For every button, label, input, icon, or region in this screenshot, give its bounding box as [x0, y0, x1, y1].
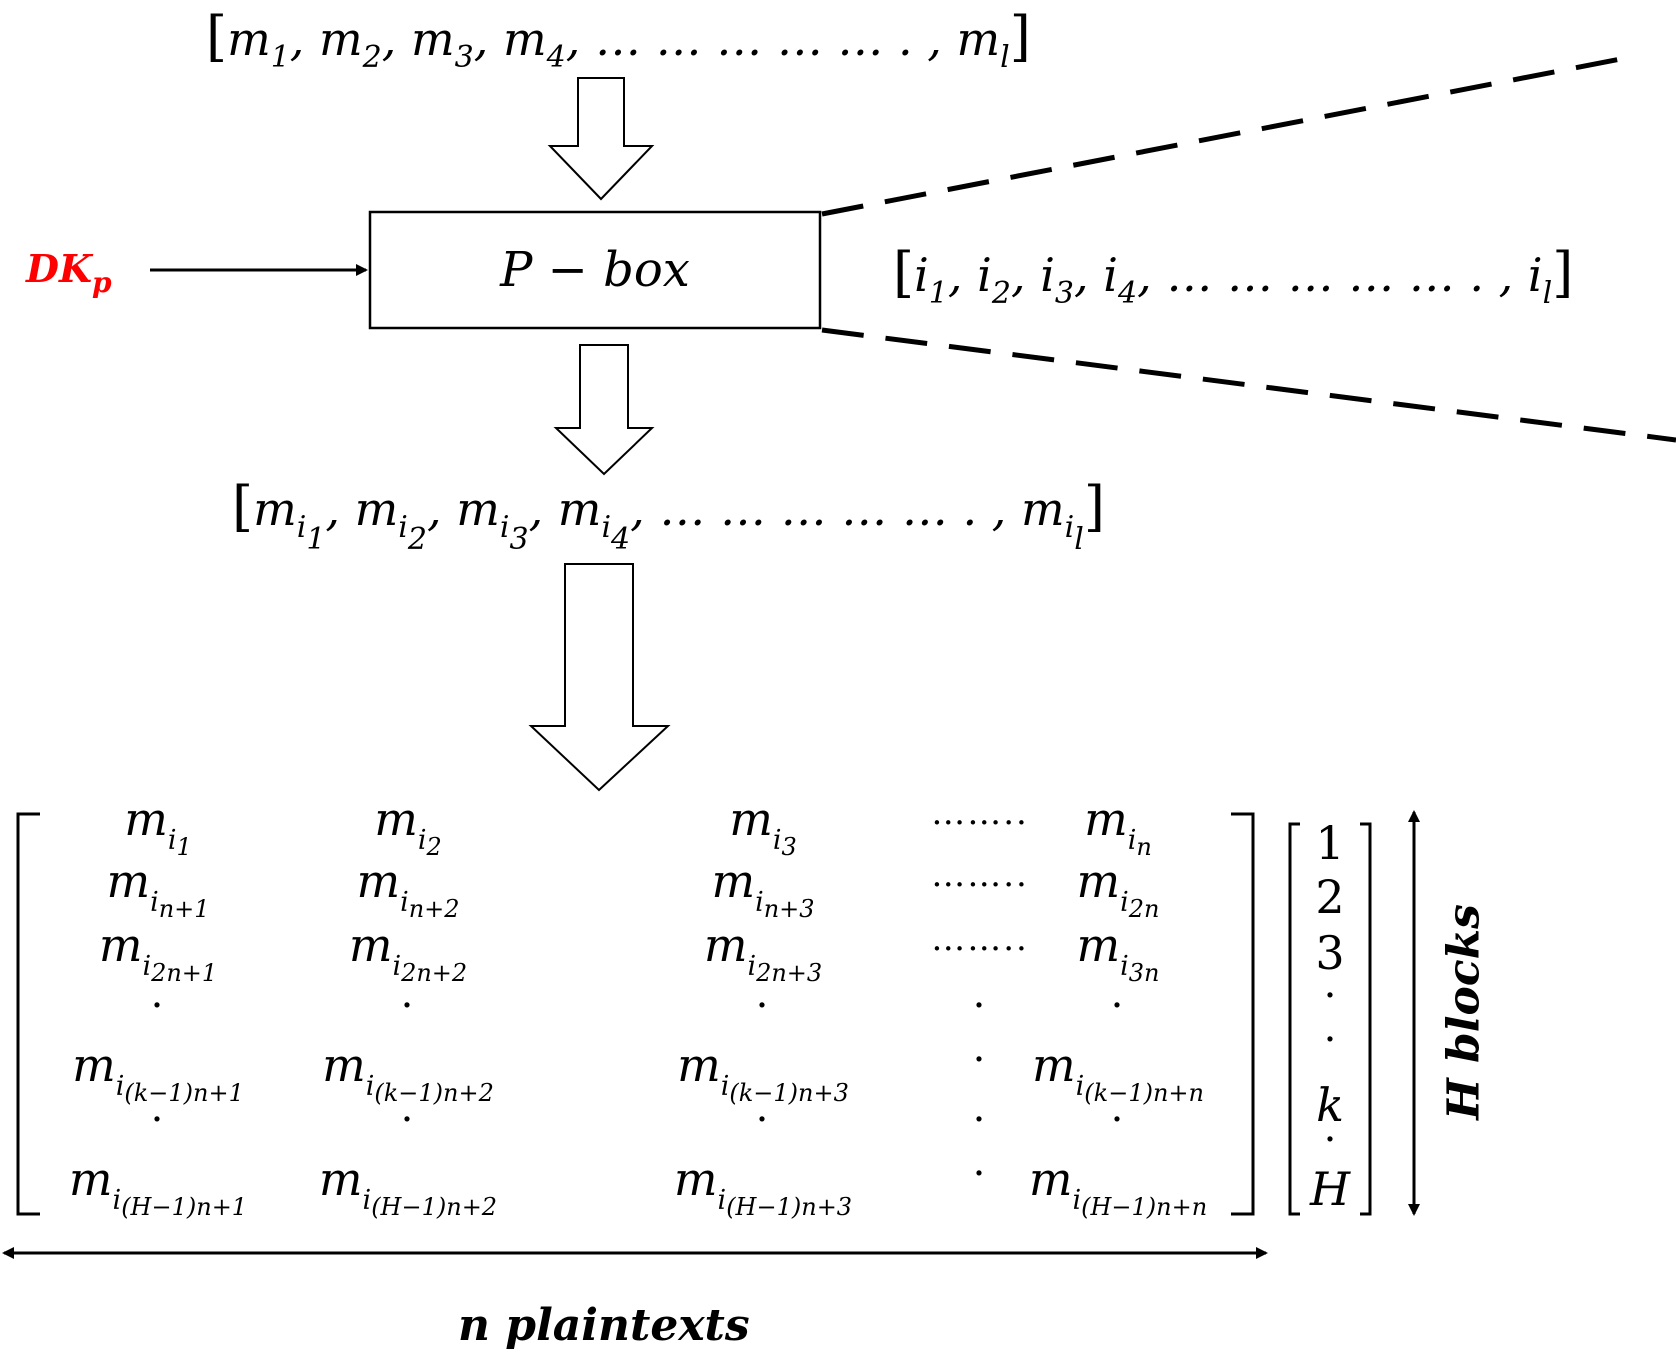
block-index-entry: 1 [1315, 816, 1345, 870]
matrix-cell: . [972, 1085, 988, 1131]
matrix-cell: mi(H−1)n+3 [673, 1152, 853, 1221]
matrix-cell: . [1110, 971, 1126, 1017]
n-plaintexts-label: n plaintexts [458, 1300, 750, 1351]
matrix-cell: . [972, 1025, 988, 1071]
block-index-entry: 2 [1315, 870, 1345, 924]
expansion-line-bottom [821, 327, 1676, 443]
matrix-cell: …….. [931, 855, 1029, 895]
block-arrow-pbox-out [553, 344, 655, 476]
permuted-sequence: [mi1, mi2, mi3, mi4, … … … … … . , mil] [232, 475, 1105, 557]
matrix-cell: . [972, 971, 988, 1017]
index-right-bracket [1360, 822, 1372, 1216]
matrix-cell: …….. [931, 919, 1029, 959]
index-left-bracket [1288, 822, 1300, 1216]
matrix-cell: . [150, 1085, 166, 1131]
matrix-cell: mi(H−1)n+2 [318, 1152, 498, 1221]
matrix-cell: mi2n+2 [348, 918, 468, 987]
matrix-cell: mi2n+1 [98, 918, 218, 987]
block-index-entry: H [1309, 1162, 1351, 1216]
matrix-cell: . [755, 1085, 771, 1131]
matrix-cell: mi(k−1)n+n [1032, 1038, 1204, 1107]
matrix-cell: min+2 [356, 854, 460, 923]
matrix-right-bracket [1231, 812, 1255, 1216]
index-sequence: [i1, i2, i3, i4, … … … … … . , il] [893, 241, 1574, 311]
block-arrow-to-matrix [528, 563, 671, 792]
matrix-cell: mi2n+3 [703, 918, 823, 987]
block-index-entry: . [1323, 1105, 1337, 1151]
matrix-cell: mi(k−1)n+3 [677, 1038, 849, 1107]
matrix-cell: mi3 [729, 792, 797, 861]
matrix-cell: min [1084, 792, 1152, 861]
block-index-entry: k [1316, 1078, 1344, 1132]
matrix-cell: min+3 [711, 854, 815, 923]
matrix-cell: . [400, 971, 416, 1017]
matrix-cell: mi1 [124, 792, 192, 861]
matrix-cell: mi(k−1)n+1 [72, 1038, 244, 1107]
matrix-cell: . [755, 971, 771, 1017]
seq-term: m [227, 12, 271, 66]
matrix-cell: . [1110, 1085, 1126, 1131]
matrix-cell: mi(k−1)n+2 [322, 1038, 494, 1107]
pbox-rect [368, 210, 822, 330]
matrix-cell: mi2 [374, 792, 442, 861]
h-blocks-label: H blocks [1438, 904, 1490, 1120]
matrix-cell: mi(H−1)n+n [1028, 1152, 1208, 1221]
matrix-cell: mi2n [1076, 854, 1160, 923]
block-index-entry: . [1323, 1005, 1337, 1051]
matrix-cell: min+1 [106, 854, 210, 923]
block-index-entry: 3 [1315, 926, 1345, 980]
block-index-entry: . [1323, 961, 1337, 1007]
expansion-line-top [821, 55, 1627, 217]
matrix-cell: mi(H−1)n+1 [68, 1152, 248, 1221]
matrix-cell: mi3n [1076, 918, 1160, 987]
matrix-left-bracket [16, 812, 40, 1216]
input-sequence: [m1, m2, m3, m4, … … … … … . , ml] [206, 5, 1031, 75]
matrix-cell: . [150, 971, 166, 1017]
matrix-cell: …….. [931, 793, 1029, 833]
matrix-cell: . [400, 1085, 416, 1131]
key-label: DKp [26, 246, 112, 299]
matrix-cell: . [972, 1139, 988, 1185]
pbox-label: P − box [500, 242, 690, 298]
block-arrow-input [547, 77, 655, 201]
